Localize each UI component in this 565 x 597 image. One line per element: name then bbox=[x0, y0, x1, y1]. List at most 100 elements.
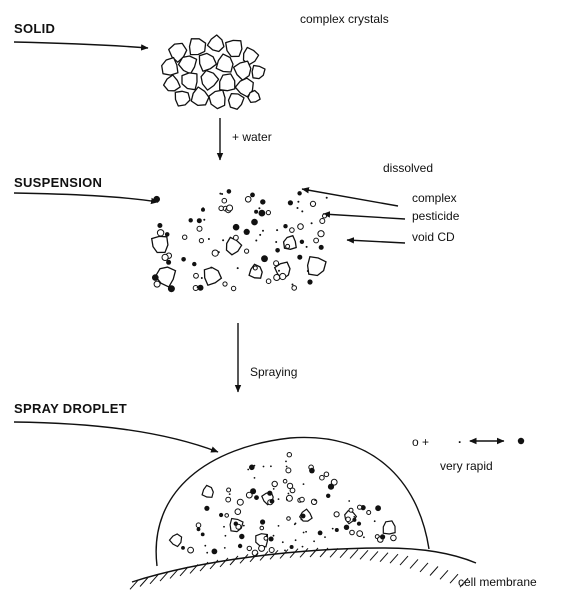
cd-particle bbox=[346, 517, 351, 522]
complex-particle bbox=[227, 189, 232, 194]
complex-particle bbox=[239, 534, 244, 539]
label-void-cd: void CD bbox=[412, 230, 455, 244]
complex-particle bbox=[344, 525, 349, 530]
cd-particle bbox=[367, 511, 371, 515]
cd-particle bbox=[259, 545, 265, 551]
cd-particle bbox=[350, 530, 355, 535]
cd-particle bbox=[252, 550, 258, 556]
cd-particle bbox=[358, 505, 362, 509]
pesticide-particle bbox=[297, 201, 299, 203]
complex-particle bbox=[307, 279, 312, 284]
pesticide-particle bbox=[314, 499, 316, 501]
complex-particle bbox=[192, 262, 196, 266]
hatch-line bbox=[370, 551, 378, 560]
pesticide-particle bbox=[208, 238, 210, 240]
pesticide-particle bbox=[203, 219, 205, 221]
pesticide-particle bbox=[332, 528, 334, 530]
complex-particle bbox=[250, 193, 255, 198]
cd-particle bbox=[227, 488, 231, 492]
complex-particle bbox=[275, 248, 280, 253]
label-very-rapid: very rapid bbox=[440, 459, 493, 473]
stage-label-spray-droplet: SPRAY DROPLET bbox=[14, 401, 127, 416]
cd-particle bbox=[287, 453, 291, 457]
cd-particle bbox=[162, 254, 168, 260]
cd-particle bbox=[245, 197, 251, 203]
complex-particle bbox=[250, 488, 256, 494]
complex-particle bbox=[290, 545, 294, 549]
pesticide-particle bbox=[286, 466, 288, 468]
pesticide-particle bbox=[204, 545, 206, 547]
cd-particle bbox=[320, 475, 325, 480]
pesticide-particle bbox=[286, 499, 288, 501]
cd-particle bbox=[212, 250, 218, 256]
pesticide-particle bbox=[258, 207, 260, 209]
cd-particle bbox=[226, 497, 231, 502]
pesticide-particle bbox=[301, 210, 303, 212]
complex-particle bbox=[309, 468, 315, 474]
hatch-line bbox=[340, 549, 348, 558]
cd-particle bbox=[283, 479, 287, 483]
complex-particle bbox=[157, 223, 162, 228]
void-cd-particle bbox=[308, 257, 326, 276]
pesticide-particle bbox=[263, 466, 265, 468]
hatch-line bbox=[230, 556, 238, 565]
cd-particle bbox=[227, 205, 233, 211]
cd-particle bbox=[298, 224, 304, 230]
complex-pointer-arrow bbox=[302, 189, 398, 206]
hatch-line bbox=[310, 548, 318, 557]
crystal bbox=[209, 90, 225, 109]
cd-particle bbox=[287, 517, 291, 521]
complex-particle bbox=[297, 255, 302, 260]
pesticide-particle bbox=[255, 240, 257, 242]
cd-particle bbox=[194, 273, 199, 278]
pesticide-particle bbox=[262, 230, 264, 232]
complex-particle bbox=[319, 245, 324, 250]
complex-particle bbox=[318, 531, 323, 536]
hatch-line bbox=[450, 574, 458, 583]
pesticide-particle bbox=[224, 547, 226, 549]
complex-particle bbox=[260, 199, 265, 204]
pesticide-particle bbox=[237, 267, 239, 269]
pesticide-particle bbox=[311, 222, 313, 224]
cd-particle bbox=[290, 228, 295, 233]
hatch-line bbox=[220, 558, 228, 567]
label-dissolved: dissolved bbox=[383, 161, 433, 175]
cd-particle bbox=[349, 508, 353, 512]
complex-particle bbox=[153, 196, 160, 203]
cd-particle bbox=[247, 546, 251, 550]
cd-particle bbox=[287, 483, 292, 488]
cd-particle bbox=[292, 286, 297, 291]
pesticide-particle bbox=[221, 193, 223, 195]
cd-particle bbox=[245, 249, 249, 253]
cd-particle bbox=[318, 231, 324, 237]
pesticide-particle bbox=[206, 552, 208, 554]
pesticide-particle bbox=[273, 488, 275, 490]
pesticide-particle bbox=[374, 520, 376, 522]
label-complex-crystals: complex crystals bbox=[300, 12, 389, 26]
crystal bbox=[252, 66, 265, 79]
void-cd-particle bbox=[227, 237, 242, 254]
crystal bbox=[220, 74, 235, 91]
hatch-line bbox=[290, 549, 298, 558]
crystal-cluster bbox=[162, 35, 265, 109]
complex-particle bbox=[152, 274, 159, 281]
hatch-line bbox=[430, 567, 438, 576]
void-cd-particle bbox=[383, 521, 395, 534]
complex-particle bbox=[326, 494, 330, 498]
hatch-line bbox=[440, 570, 448, 579]
complex-particle bbox=[380, 534, 385, 539]
crystal bbox=[216, 54, 233, 72]
pesticide-particle bbox=[302, 546, 304, 548]
cd-particle bbox=[237, 499, 243, 505]
cd-particle bbox=[183, 235, 187, 239]
pesticide-particle bbox=[201, 277, 203, 279]
complex-particle bbox=[283, 224, 287, 228]
pesticide-particle bbox=[259, 234, 261, 236]
cd-particle bbox=[197, 226, 202, 231]
cd-particle bbox=[274, 275, 280, 281]
complex-particle bbox=[168, 285, 175, 292]
complex-particle bbox=[233, 224, 240, 231]
complex-particle bbox=[181, 257, 186, 262]
cd-particle bbox=[266, 211, 270, 215]
